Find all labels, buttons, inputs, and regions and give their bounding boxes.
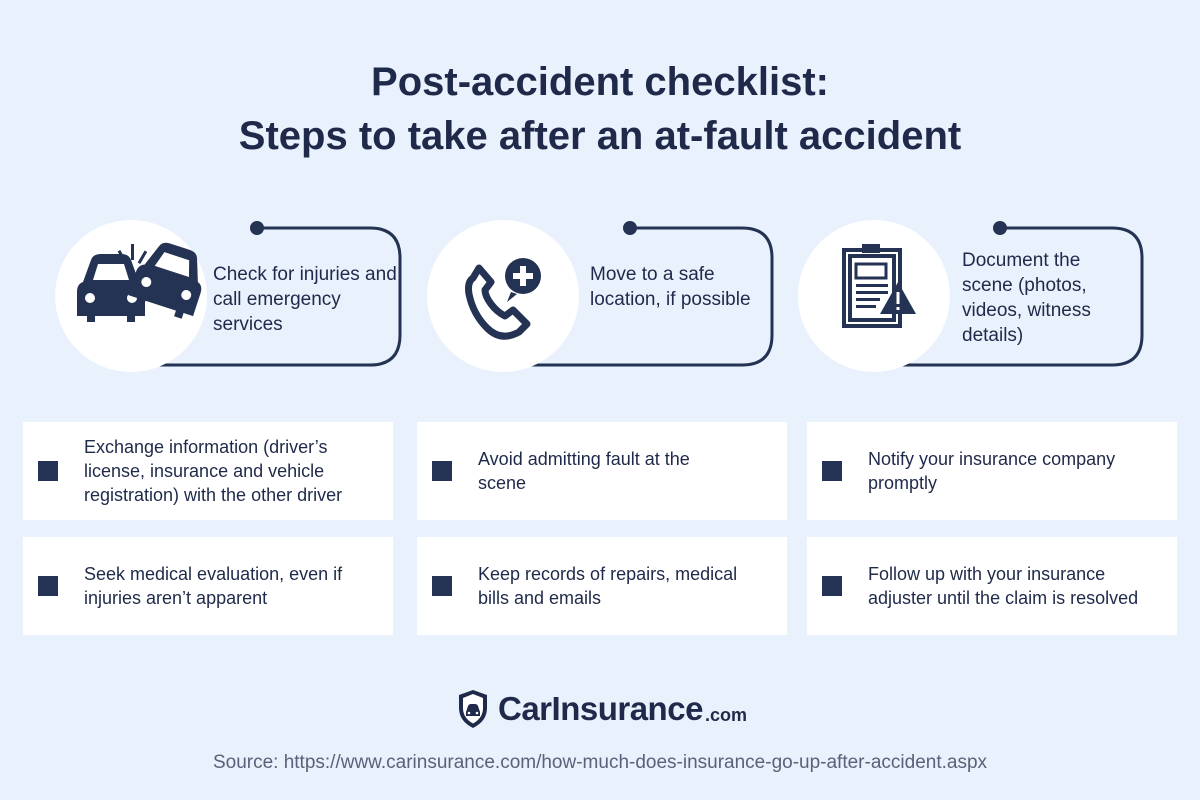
shield-car-icon bbox=[459, 690, 487, 728]
checklist-item: Follow up with your insurance adjuster u… bbox=[807, 537, 1177, 635]
clipboard-warning-icon bbox=[842, 244, 916, 328]
step-1-icon-circle bbox=[55, 220, 207, 372]
step-2-dot-top bbox=[623, 221, 637, 235]
source-caption: Source: https://www.carinsurance.com/how… bbox=[212, 752, 988, 773]
checklist-item-text: Keep records of repairs, medical bills a… bbox=[478, 564, 738, 608]
checklist-item: Notify your insurance company promptly bbox=[807, 422, 1177, 520]
checklist-item-text: Follow up with your insurance adjuster u… bbox=[868, 564, 1139, 608]
checklist-item-text: Seek medical evaluation, even if injurie… bbox=[84, 564, 343, 608]
checkbox-square-icon bbox=[432, 461, 452, 481]
checklist-item: Seek medical evaluation, even if injurie… bbox=[23, 537, 393, 635]
step-3-text: Document the scene (photos, videos, witn… bbox=[962, 250, 1091, 346]
checklist-item: Keep records of repairs, medical bills a… bbox=[417, 537, 787, 635]
step-3-icon-circle bbox=[798, 220, 950, 372]
car-crash-icon bbox=[77, 242, 202, 322]
checkbox-square-icon bbox=[38, 461, 58, 481]
page-title-line-2: Steps to take after an at-fault accident bbox=[238, 114, 962, 158]
checklist-item-text: Exchange information (driver’s license, … bbox=[84, 437, 343, 505]
checklist-item-text: Avoid admitting fault at the scene bbox=[478, 449, 690, 493]
logo-tld-text: .com bbox=[704, 704, 747, 725]
checklist-item: Exchange information (driver’s license, … bbox=[23, 422, 393, 520]
checkbox-square-icon bbox=[822, 576, 842, 596]
step-2-text: Move to a safe location, if possible bbox=[590, 264, 751, 310]
checkbox-square-icon bbox=[822, 461, 842, 481]
step-1-text: Check for injuries and call emergency se… bbox=[213, 264, 397, 335]
step-1-dot-top bbox=[250, 221, 264, 235]
logo-brand-text: CarInsurance bbox=[498, 690, 703, 727]
checkbox-square-icon bbox=[432, 576, 452, 596]
phone-medical-icon bbox=[465, 258, 541, 340]
checklist-item: Avoid admitting fault at the scene bbox=[417, 422, 787, 520]
step-2-icon-circle bbox=[427, 220, 579, 372]
checkbox-square-icon bbox=[38, 576, 58, 596]
page-title-line-1: Post-accident checklist: bbox=[371, 60, 829, 104]
carinsurance-logo: CarInsurance .com bbox=[456, 686, 747, 732]
checklist-item-text: Notify your insurance company promptly bbox=[868, 449, 1116, 493]
step-3-dot-top bbox=[993, 221, 1007, 235]
